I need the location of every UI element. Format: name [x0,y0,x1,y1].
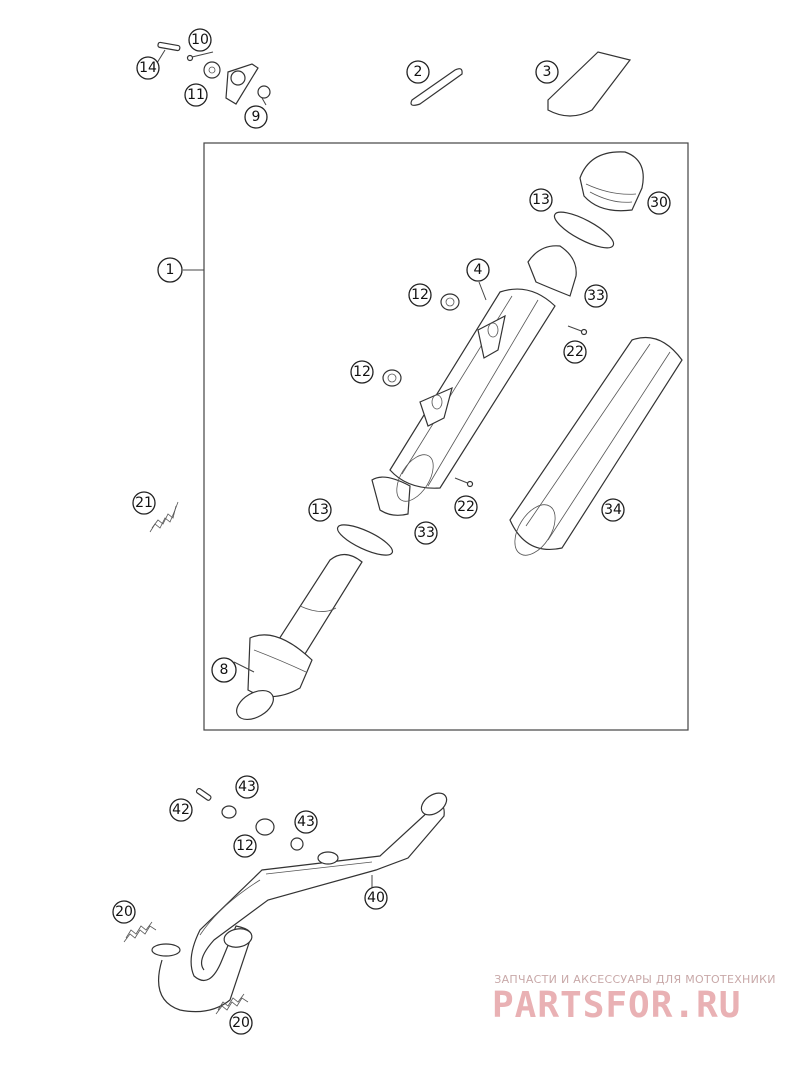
callout-13-bottom: 13 [308,498,332,522]
svg-text:42: 42 [172,802,190,818]
svg-text:8: 8 [220,662,229,678]
callout-11: 11 [184,83,208,107]
callout-21: 21 [132,491,156,515]
callout-12-header: 12 [233,834,257,858]
spring-21 [149,501,179,533]
svg-text:40: 40 [367,890,385,906]
svg-text:12: 12 [236,838,254,854]
callout-43-top: 43 [235,775,259,799]
callout-30: 30 [647,191,671,215]
svg-text:30: 30 [650,195,668,211]
spring-20-lower [215,993,249,1015]
svg-text:12: 12 [353,364,371,380]
callout-40: 40 [364,886,388,910]
callout-1: 1 [157,257,183,283]
callout-3: 3 [535,60,559,84]
svg-text:21: 21 [135,495,153,511]
grommet-12-lower [382,369,402,387]
inlet-pipe-8 [236,553,363,721]
callout-4: 4 [466,258,490,282]
svg-text:33: 33 [587,288,605,304]
svg-text:20: 20 [232,1015,250,1031]
callout-10: 10 [188,28,212,52]
watermark-logo: PARTSFOR.RU [492,985,741,1025]
svg-text:1: 1 [166,262,175,278]
heat-pad-3 [547,51,632,117]
callout-43-bottom: 43 [294,810,318,834]
svg-text:33: 33 [417,525,435,541]
svg-text:20: 20 [115,904,133,920]
callout-14: 14 [136,56,160,80]
svg-text:14: 14 [139,60,157,76]
svg-text:3: 3 [543,64,552,80]
svg-text:11: 11 [187,87,205,103]
header-hardware [195,787,304,851]
spring-20-upper [123,921,157,943]
callout-33-bottom: 33 [414,521,438,545]
callout-12-lower: 12 [350,360,374,384]
svg-text:43: 43 [297,814,315,830]
gasket-13-bottom [336,524,394,556]
grommet-12-upper [440,293,460,311]
callout-42: 42 [169,798,193,822]
assembly-frame [203,142,689,731]
svg-text:13: 13 [532,192,550,208]
callout-12-upper: 12 [408,283,432,307]
mounting-hardware [157,41,271,105]
svg-text:4: 4 [474,262,483,278]
svg-text:9: 9 [252,109,261,125]
svg-text:22: 22 [457,499,475,515]
silencer-sleeve-34 [509,336,683,556]
silencer-body-4 [389,288,556,502]
watermark-caption: ЗАПЧАСТИ И АКСЕССУАРЫ ДЛЯ МОТОТЕХНИКИ [494,973,776,986]
svg-text:12: 12 [411,287,429,303]
callout-22-lower: 22 [454,495,478,519]
callout-22-upper: 22 [563,340,587,364]
end-cap-30 [579,151,644,212]
callout-20-lower: 20 [229,1011,253,1035]
gasket-13-top [553,211,615,249]
callout-13-top: 13 [529,188,553,212]
svg-text:10: 10 [191,32,209,48]
callout-33-top: 33 [584,284,608,308]
cone-33-top [527,245,577,297]
heat-pad-2 [410,68,463,106]
svg-text:34: 34 [604,502,622,518]
callout-8: 8 [211,657,237,683]
cone-33-bottom [371,476,411,516]
screw-22-upper [567,325,588,336]
svg-text:22: 22 [566,344,584,360]
header-pipe-40 [151,792,448,1013]
screw-22-lower [454,477,474,488]
callout-34: 34 [601,498,625,522]
svg-text:13: 13 [311,502,329,518]
callout-2: 2 [406,60,430,84]
callout-20-upper: 20 [112,900,136,924]
callout-9: 9 [244,105,268,129]
svg-text:2: 2 [414,64,423,80]
svg-text:43: 43 [238,779,256,795]
svg-text:PARTSFOR.RU: PARTSFOR.RU [492,985,741,1025]
